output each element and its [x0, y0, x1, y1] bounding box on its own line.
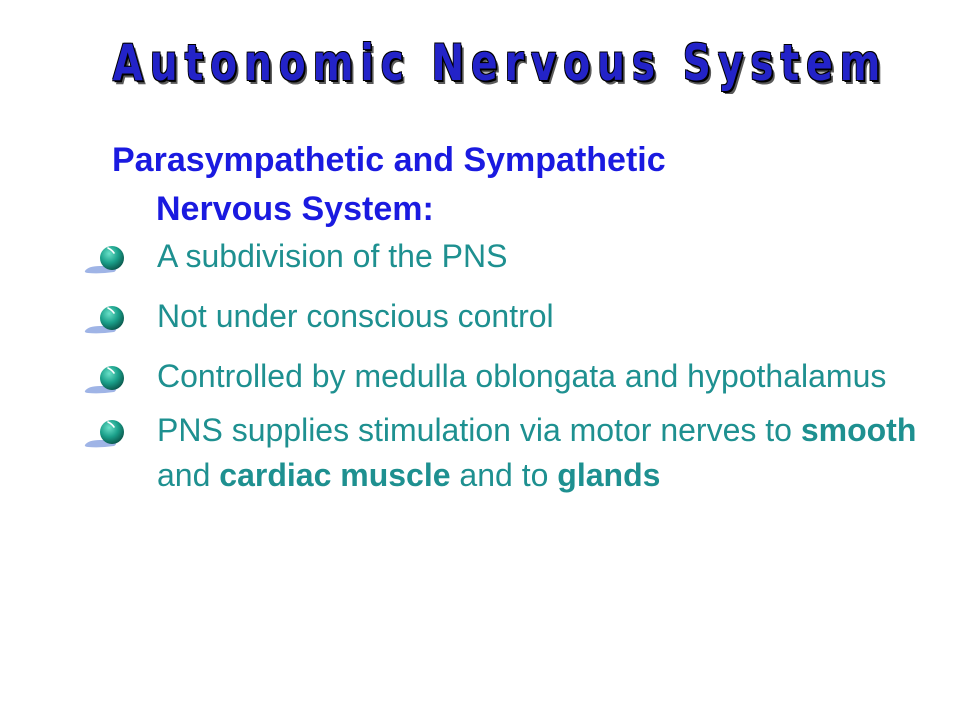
bullet-text: PNS supplies stimulation via motor nerve… — [157, 412, 917, 493]
bold-term-cardiac-muscle: cardiac muscle — [219, 457, 451, 493]
bullet-item: Controlled by medulla oblongata and hypo… — [0, 354, 960, 399]
green-orb-bullet-icon — [84, 420, 124, 448]
bullet-text: Controlled by medulla oblongata and hypo… — [157, 358, 887, 394]
green-orb-bullet-icon — [84, 246, 124, 274]
bold-term-smooth: smooth — [800, 412, 917, 448]
subtitle-line-1: Parasympathetic and Sympathetic — [112, 141, 666, 179]
green-orb-bullet-icon — [84, 366, 124, 394]
bullet-text: A subdivision of the PNS — [157, 238, 508, 274]
slide-title: Autonomic Nervous System — [112, 34, 888, 92]
bold-term-glands: glands — [557, 457, 661, 493]
subtitle-line-2: Nervous System: — [156, 190, 434, 228]
bullet-item: A subdivision of the PNS — [0, 234, 960, 279]
bullet-item: Not under conscious control — [0, 294, 960, 339]
slide-subtitle: Parasympathetic and Sympathetic Nervous … — [112, 136, 732, 234]
bullet-text: Not under conscious control — [157, 298, 554, 334]
bullet-item: PNS supplies stimulation via motor nerve… — [0, 408, 960, 498]
bullet-list: A subdivision of the PNS Not under consc… — [0, 234, 960, 513]
green-orb-bullet-icon — [84, 306, 124, 334]
